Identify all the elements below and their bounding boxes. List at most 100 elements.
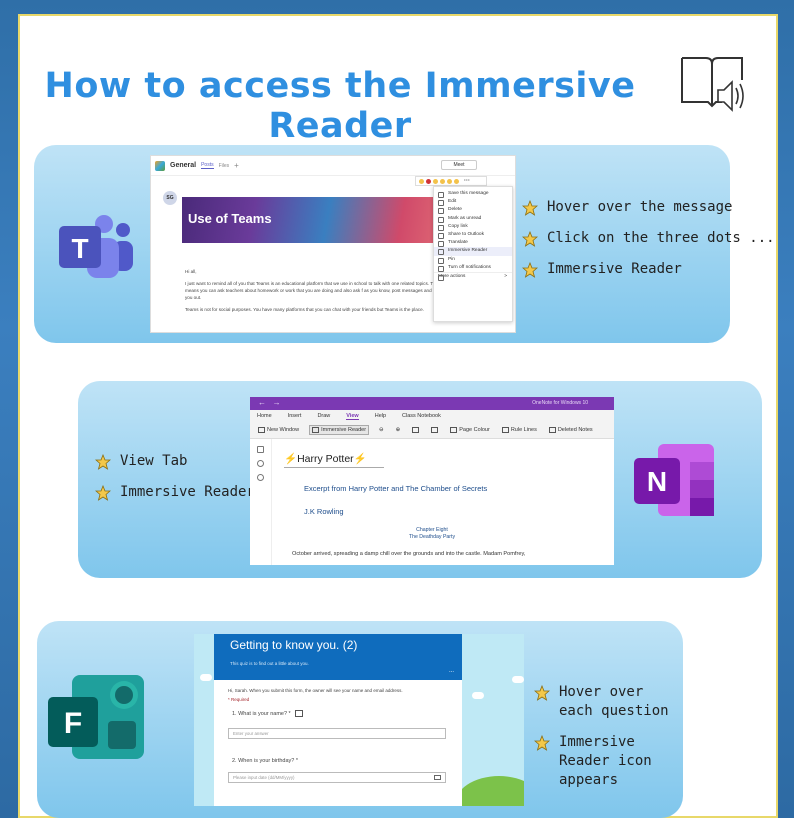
tab-draw[interactable]: Draw	[317, 413, 331, 419]
teams-step-3-text: Immersive Reader	[547, 261, 682, 277]
like-reaction-icon[interactable]	[419, 178, 424, 184]
add-tab-icon[interactable]: +	[234, 161, 239, 170]
lightning-icon: ⚡	[284, 453, 298, 465]
avatar: SG	[163, 191, 177, 205]
menu-item-copy-link[interactable]: Copy link	[434, 223, 512, 231]
notebooks-icon[interactable]	[257, 446, 264, 453]
menu-item-more-actions[interactable]: More actions >	[434, 271, 512, 282]
rule-lines-button[interactable]: Rule Lines	[500, 426, 539, 434]
menu-item-edit[interactable]: Edit	[434, 198, 512, 207]
star-icon	[534, 735, 550, 751]
question-1-label: 1. What is your name? *	[232, 710, 291, 717]
page-colour-button[interactable]: Page Colour	[448, 426, 492, 434]
tab-insert[interactable]: Insert	[287, 413, 302, 419]
immersive-reader-icon[interactable]	[295, 710, 304, 717]
search-icon[interactable]	[257, 460, 264, 467]
onenote-step-2: Immersive Reader	[95, 483, 255, 502]
star-icon	[522, 231, 538, 247]
question-1: 1. What is your name? *	[232, 710, 304, 717]
birthday-placeholder: Please input date (dd/MM/yyyy)	[233, 775, 295, 780]
tab-view[interactable]: View	[346, 412, 359, 420]
immersive-reader-icon	[312, 427, 320, 433]
immersive-reader-label: Immersive Reader	[321, 427, 367, 433]
svg-text:T: T	[71, 233, 88, 264]
onenote-step-1-text: View Tab	[120, 453, 188, 469]
birthday-input[interactable]: Please input date (dd/MM/yyyy)	[228, 772, 446, 783]
onenote-step-1: View Tab	[95, 452, 255, 471]
menu-item-save[interactable]: Save this message	[434, 190, 512, 199]
teams-screenshot: General Posts Files + Meet SG Use of Tea…	[150, 155, 516, 333]
message-context-menu: Save this message Edit Delete Mark as un…	[433, 186, 513, 322]
onenote-instructions: View Tab Immersive Reader	[95, 452, 255, 502]
cloud-icon	[472, 692, 484, 699]
message-paragraph-2: Teams is not for social purposes. You ha…	[185, 307, 424, 312]
onenote-ribbon-tabs: Home Insert Draw View Help Class Noteboo…	[250, 410, 614, 422]
meet-label: Meet	[453, 162, 465, 168]
svg-text:N: N	[647, 466, 667, 497]
immersive-reader-button[interactable]: Immersive Reader	[309, 425, 370, 435]
chevron-right-icon: >	[504, 273, 507, 279]
calendar-icon[interactable]	[434, 775, 441, 780]
tab-help[interactable]: Help	[374, 413, 387, 419]
note-excerpt-heading: Excerpt from Harry Potter and The Chambe…	[304, 484, 488, 493]
onenote-app-title: OneNote for Windows 10	[532, 400, 588, 406]
message-banner: Use of Teams	[182, 197, 472, 243]
menu-item-turn-off-notifications[interactable]: Turn off notifications	[434, 264, 512, 272]
zoom-out-button[interactable]: ⊖	[379, 427, 384, 433]
forms-step-1-text: Hover over each question	[559, 684, 669, 719]
menu-item-translate[interactable]: Translate	[434, 239, 512, 248]
menu-item-immersive-reader[interactable]: Immersive Reader	[434, 247, 512, 256]
page-width-button[interactable]	[410, 426, 421, 434]
zoom-in-button[interactable]: ⊕	[395, 427, 401, 433]
angry-reaction-icon[interactable]	[454, 178, 459, 184]
tab-files[interactable]: Files	[218, 162, 230, 169]
onenote-nav-rail	[250, 439, 272, 565]
immersive-reader-icon	[681, 57, 744, 112]
heart-reaction-icon[interactable]	[426, 178, 431, 184]
rule-lines-icon	[501, 427, 509, 433]
onenote-icon: N	[634, 444, 714, 516]
onenote-step-2-text: Immersive Reader	[120, 484, 255, 500]
svg-text:F: F	[64, 707, 82, 740]
form-body: Hi, Sarah. When you submit this form, th…	[214, 680, 462, 806]
sad-reaction-icon[interactable]	[447, 178, 452, 184]
surprised-reaction-icon[interactable]	[440, 178, 445, 184]
note-paragraph: October arrived, spreading a damp chill …	[292, 551, 526, 557]
menu-item-mark-unread[interactable]: Mark as unread	[434, 215, 512, 223]
menu-item-delete[interactable]: Delete	[434, 206, 512, 215]
new-window-label: New Window	[267, 427, 300, 433]
replay-icon	[431, 427, 439, 433]
reaction-bar[interactable]: ···	[415, 176, 487, 186]
teams-channel-header: General Posts Files +	[151, 156, 515, 176]
star-icon	[522, 200, 538, 216]
tab-class-notebook[interactable]: Class Notebook	[402, 413, 441, 419]
page-colour-label: Page Colour	[459, 427, 490, 433]
name-input[interactable]: Enter your answer	[228, 728, 446, 739]
meet-button[interactable]: Meet	[441, 160, 477, 170]
back-arrow-icon[interactable]: ← →	[258, 398, 281, 407]
menu-item-share-outlook[interactable]: Share to Outlook	[434, 231, 512, 240]
required-note: * Required	[228, 697, 250, 702]
channel-name: General	[170, 162, 197, 169]
message-greeting: Hi all,	[185, 269, 197, 274]
star-icon	[534, 685, 550, 701]
forms-step-2-text: Immersive Reader icon appears	[559, 734, 652, 788]
menu-item-pin[interactable]: Pin	[434, 256, 512, 264]
tab-home[interactable]: Home	[257, 413, 272, 419]
new-window-button[interactable]: New Window	[256, 426, 301, 434]
star-icon	[522, 262, 538, 278]
replay-button[interactable]	[429, 426, 440, 434]
more-options-icon[interactable]: ...	[448, 668, 454, 674]
trash-icon	[548, 427, 556, 433]
teams-icon: T	[59, 215, 133, 278]
form-subtitle: This quiz is to find out a little about …	[230, 661, 309, 666]
tab-posts[interactable]: Posts	[201, 162, 214, 169]
teams-step-3: Immersive Reader	[522, 260, 775, 279]
more-options-icon[interactable]: ···	[464, 178, 470, 184]
banner-title: Use of Teams	[188, 211, 272, 226]
page-title: How to access the Immersive Reader	[44, 66, 636, 146]
onenote-screenshot: ← → OneNote for Windows 10 Home Insert D…	[250, 397, 614, 565]
recent-icon[interactable]	[257, 474, 264, 481]
laugh-reaction-icon[interactable]	[433, 178, 438, 184]
deleted-notes-button[interactable]: Deleted Notes	[547, 426, 595, 434]
